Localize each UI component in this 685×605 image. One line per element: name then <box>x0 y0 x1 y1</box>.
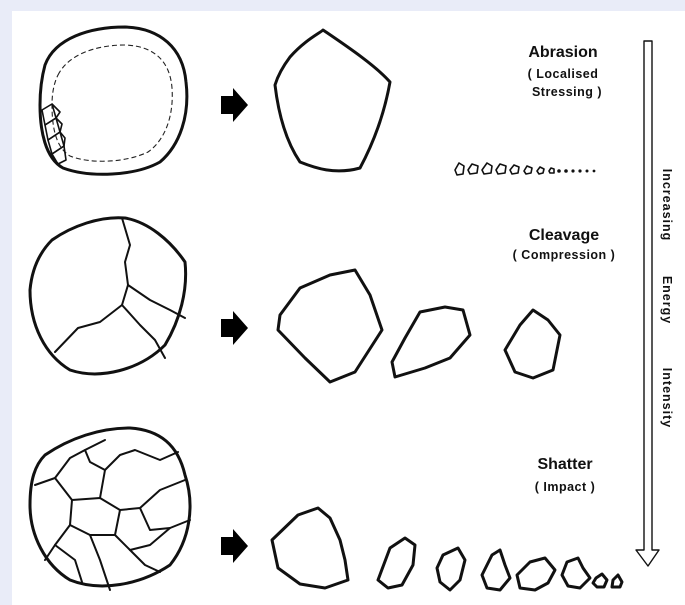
shatter-fragment-6 <box>562 558 590 588</box>
abrasion-surface-fragments <box>42 104 66 164</box>
abrasion-fines <box>455 163 595 175</box>
shatter-parent-particle <box>30 428 190 590</box>
diagram-canvas: Abrasion ( Localised Stressing ) Cleavag… <box>12 11 685 605</box>
cleavage-arrow <box>221 311 248 345</box>
abrasion-arrow <box>221 88 248 122</box>
abrasion-title: Abrasion <box>528 44 597 61</box>
shatter-fragment-1 <box>272 508 348 588</box>
abrasion-subtitle-line1: ( Localised <box>528 67 599 81</box>
shatter-fragment-2 <box>378 538 415 588</box>
shatter-fragment-7 <box>593 574 607 587</box>
cleavage-fragment-large <box>278 270 382 382</box>
shatter-fragment-8 <box>612 575 622 587</box>
cleavage-title: Cleavage <box>529 227 599 244</box>
shatter-fragment-3 <box>437 548 465 590</box>
cleavage-parent-particle <box>30 218 186 374</box>
cleavage-fragment-medium <box>392 307 470 377</box>
energy-axis-label-increasing: Increasing <box>660 169 674 242</box>
abrasion-rounded-core <box>275 30 390 171</box>
shatter-title: Shatter <box>537 456 592 473</box>
energy-intensity-arrow <box>636 41 659 566</box>
shatter-fragment-4 <box>482 550 510 590</box>
energy-axis-label-intensity: Intensity <box>660 368 674 428</box>
shatter-fragment-5 <box>517 558 555 590</box>
cleavage-subtitle: ( Compression ) <box>513 248 616 262</box>
energy-axis-label-energy: Energy <box>660 276 674 324</box>
cleavage-fragment-small <box>505 310 560 378</box>
abrasion-parent-particle <box>40 27 187 174</box>
shatter-arrow <box>221 529 248 563</box>
abrasion-subtitle-line2: Stressing ) <box>532 85 602 99</box>
breakage-diagram: Abrasion ( Localised Stressing ) Cleavag… <box>12 11 685 605</box>
shatter-subtitle: ( Impact ) <box>535 480 596 494</box>
